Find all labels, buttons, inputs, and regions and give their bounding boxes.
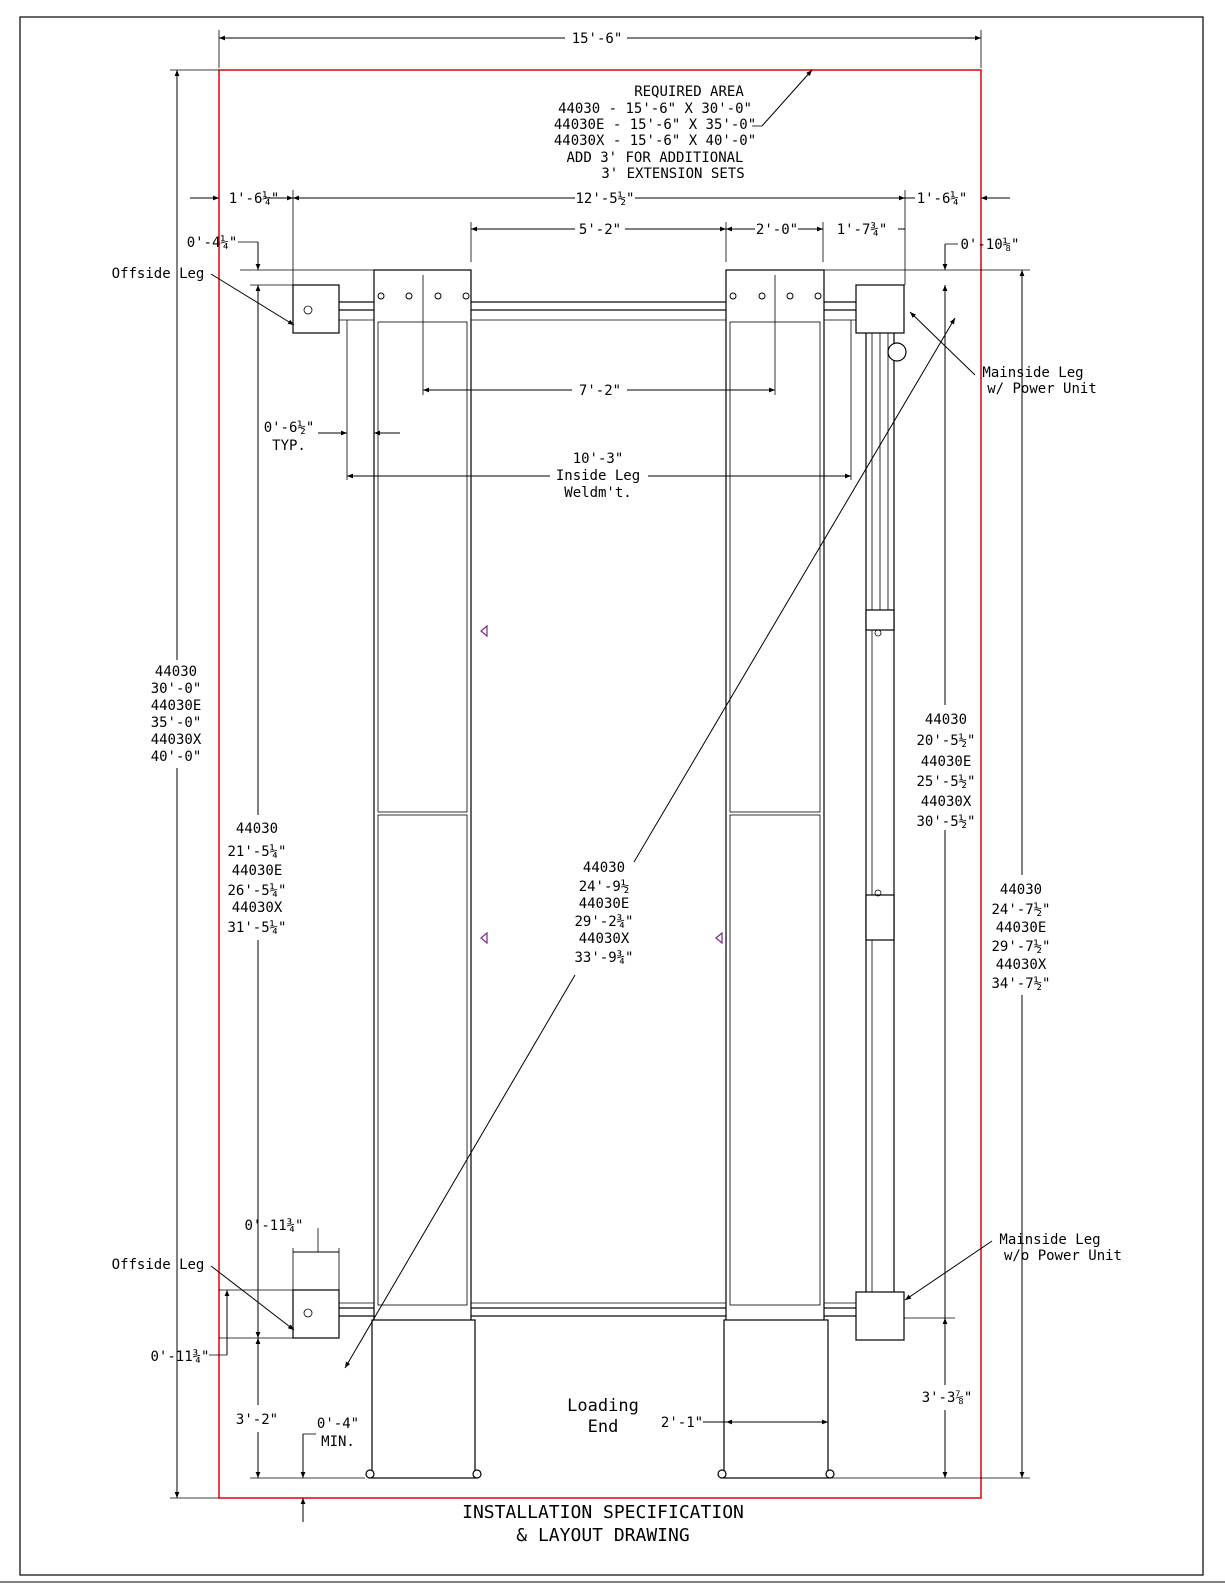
stack-text: 44030E — [921, 754, 972, 770]
mainside-leg-top-label: Mainside Leg — [982, 365, 1083, 381]
mainside-leg-top-base — [855, 284, 905, 334]
stack-text: 44030 — [1000, 882, 1042, 898]
leg-clear-typ: TYP. — [272, 438, 306, 454]
offside-leg-top-label: Offside Leg — [112, 266, 205, 282]
dimension-text: 15'-6" REQUIRED AREA 44030 - 15'-6" X 30… — [112, 31, 1122, 1450]
stack-text: 31'-5¼" — [227, 920, 286, 936]
inside-leg-label2: Weldm't. — [564, 485, 631, 501]
stack-text: 34'-7½" — [991, 976, 1050, 992]
stack-text: 26'-5¼" — [227, 883, 286, 899]
right-legs-stack: 44030 20'-5½" 44030E 25'-5½" 44030X 30'-… — [916, 712, 975, 830]
stack-text: 44030 — [236, 821, 278, 837]
offside-leg-bottom-base — [292, 1289, 340, 1339]
leg-depth-dim: 0'-11¾" — [150, 1349, 209, 1365]
stack-text: 44030E — [232, 863, 283, 879]
top-offset-left-dim: 0'-4¼" — [187, 235, 238, 251]
required-area-line: REQUIRED AREA — [634, 84, 744, 100]
left-legs-stack: 44030 21'-5¼" 44030E 26'-5¼" 44030X 31'-… — [227, 821, 286, 936]
required-area-line: 44030X - 15'-6" X 40'-0" — [554, 133, 756, 149]
inside-leg-label: Inside Leg — [556, 468, 640, 484]
overall-length-stack: 44030 30'-0" 44030E 35'-0" 44030X 40'-0" — [151, 664, 202, 765]
dimension-lines — [170, 30, 1030, 1522]
stack-text: 44030E — [579, 896, 630, 912]
stack-text: 44030 — [155, 664, 197, 680]
required-area-line: ADD 3' FOR ADDITIONAL — [566, 150, 743, 166]
leg-clear-dim: 0'-6½" — [264, 420, 315, 436]
mainside-leg-bottom-label: Mainside Leg — [999, 1232, 1100, 1248]
right-overall-stack: 44030 24'-7½" 44030E 29'-7½" 44030X 34'-… — [991, 882, 1050, 992]
stack-text: 20'-5½" — [916, 733, 975, 749]
left-offset-dim: 1'-6¼" — [229, 191, 280, 207]
required-area-line: 3' EXTENSION SETS — [601, 166, 744, 182]
title-block: INSTALLATION SPECIFICATION & LAYOUT DRAW… — [462, 1502, 744, 1546]
overall-width-dim: 15'-6" — [572, 31, 623, 47]
center-width-dim: 7'-2" — [579, 383, 621, 399]
required-area-line: 44030 - 15'-6" X 30'-0" — [558, 101, 752, 117]
stack-text: 24'-9½ — [579, 879, 630, 895]
offside-leg-top-base — [292, 284, 340, 334]
stack-text: 44030X — [579, 931, 630, 947]
stack-text: 29'-2¾" — [574, 914, 633, 930]
between-legs-dim: 12'-5½" — [575, 191, 634, 207]
mainside-leg-bottom-base — [855, 1291, 905, 1341]
diagonal-stack: 44030 24'-9½ 44030E 29'-2¾" 44030X 33'-9… — [574, 860, 633, 966]
stack-text: 21'-5¼" — [227, 844, 286, 860]
right-to-leg-dim: 1'-7¾" — [837, 222, 888, 238]
loading-end-label: Loading — [567, 1396, 639, 1416]
leg-width-dim: 0'-11¾" — [244, 1218, 303, 1234]
min-space-label: MIN. — [321, 1434, 355, 1450]
stack-text: 30'-0" — [151, 681, 202, 697]
runway-gap-dim: 2'-0" — [756, 222, 798, 238]
stack-text: 25'-5½" — [916, 774, 975, 790]
stack-text: 35'-0" — [151, 715, 202, 731]
stack-text: 44030X — [921, 794, 972, 810]
mainside-leg-bottom-sublabel: w/o Power Unit — [1004, 1248, 1122, 1264]
right-offset-dim: 1'-6¼" — [917, 191, 968, 207]
stack-text: 44030E — [151, 698, 202, 714]
drawing-subtitle: & LAYOUT DRAWING — [516, 1525, 689, 1546]
drawing-title: INSTALLATION SPECIFICATION — [462, 1502, 744, 1523]
lift-structure — [292, 269, 907, 1479]
required-area-note: REQUIRED AREA 44030 - 15'-6" X 30'-0" 44… — [554, 84, 756, 182]
required-area-outline — [218, 69, 982, 1499]
ramp-width-dim: 2'-1" — [661, 1415, 703, 1431]
stack-text: 44030X — [151, 732, 202, 748]
mainside-leg-top-sublabel: w/ Power Unit — [987, 381, 1097, 397]
stack-text: 30'-5½" — [916, 814, 975, 830]
offside-leg-bottom-label: Offside Leg — [112, 1257, 205, 1273]
runway-left-dim: 5'-2" — [579, 222, 621, 238]
stack-text: 24'-7½" — [991, 902, 1050, 918]
stack-text: 33'-9¾" — [574, 950, 633, 966]
inside-leg-dim: 10'-3" — [573, 451, 624, 467]
stack-text: 44030 — [583, 860, 625, 876]
min-space-dim: 0'-4" — [317, 1416, 359, 1432]
stack-text: 44030 — [925, 712, 967, 728]
loading-end-label2: End — [588, 1417, 619, 1437]
top-offset-right-dim: 0'-10⅛" — [960, 237, 1019, 253]
sheet-border — [19, 16, 1204, 1576]
front-space-dim: 3'-2" — [236, 1412, 278, 1428]
stack-text: 40'-0" — [151, 749, 202, 765]
right-front-dim: 3'-3⅞" — [922, 1390, 973, 1406]
required-area-line: 44030E - 15'-6" X 35'-0" — [554, 117, 756, 133]
stack-text: 44030X — [232, 900, 283, 916]
stack-text: 44030X — [996, 957, 1047, 973]
stack-text: 44030E — [996, 920, 1047, 936]
stack-text: 29'-7½" — [991, 939, 1050, 955]
